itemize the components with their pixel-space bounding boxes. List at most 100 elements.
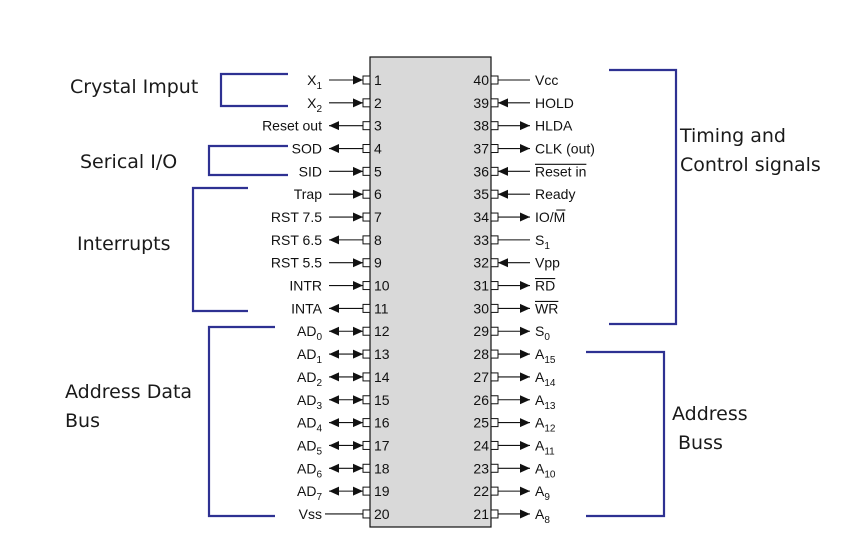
pin-name: S0 (535, 323, 550, 343)
pin-number: 30 (473, 300, 489, 316)
pin-number: 25 (473, 415, 489, 431)
group-bracket (219, 72, 288, 108)
pin-stub (362, 258, 371, 268)
pin-name: SOD (292, 141, 322, 157)
pin-name: A8 (535, 506, 550, 526)
pin-number: 21 (473, 506, 489, 522)
pin-arrow (353, 75, 363, 85)
pin-stub (490, 144, 499, 154)
pin-stub (490, 212, 499, 222)
pin-arrow (520, 349, 530, 359)
pin-arrow (520, 281, 530, 291)
pin-stub (490, 121, 499, 131)
pin-name: RST 6.5 (271, 232, 322, 248)
pin-number: 14 (374, 369, 390, 385)
pin-stub (362, 349, 371, 359)
pin-name: A14 (535, 369, 556, 389)
group-label: Serical I/O (80, 151, 177, 173)
pin-arrow (329, 372, 339, 382)
pin-name: A10 (535, 460, 556, 480)
pin-name: A9 (535, 483, 550, 503)
pin-stub (362, 281, 371, 291)
pin-stub (362, 121, 371, 131)
group-bracket (586, 350, 666, 518)
pin-arrow (329, 144, 339, 154)
pin-arrow (498, 258, 508, 268)
pin-arrow (353, 440, 363, 450)
pin-stub (490, 98, 499, 108)
pin-name: S1 (535, 232, 550, 252)
pin-number: 4 (374, 141, 382, 157)
pin-arrow (329, 303, 339, 313)
pin-arrow (329, 486, 339, 496)
pin-arrow (353, 395, 363, 405)
pin-number: 5 (374, 163, 382, 179)
pin-arrow (353, 258, 363, 268)
pin-number: 7 (374, 209, 382, 225)
pin-number: 31 (473, 278, 489, 294)
pin-number: 2 (374, 95, 382, 111)
group-bracket (609, 68, 678, 326)
pin-arrow (520, 303, 530, 313)
pin-name: AD1 (297, 346, 322, 366)
pin-name: CLK (out) (535, 141, 595, 157)
pin-name: RST 5.5 (271, 255, 322, 271)
pin-name: A15 (535, 346, 556, 366)
group-interrupts: Interrupts (77, 186, 248, 313)
pin-arrow (520, 463, 530, 473)
group-serial-io: Serical I/O (80, 144, 288, 177)
pin-arrow (329, 121, 339, 131)
pin-arrow (520, 144, 530, 154)
pin-arrow (353, 486, 363, 496)
pin-arrow (353, 349, 363, 359)
pin-stub (362, 395, 371, 405)
pin-name: Reset in (535, 163, 586, 179)
pin-arrow (520, 326, 530, 336)
pin-number: 23 (473, 460, 489, 476)
pin-name: Trap (294, 186, 322, 202)
pin-name: Ready (535, 186, 575, 202)
group-crystal-input: Crystal Imput (70, 72, 288, 108)
pin-stub (362, 212, 371, 222)
group-label: Interrupts (77, 233, 171, 255)
pin-number: 40 (473, 72, 489, 88)
pin-arrow (353, 189, 363, 199)
pin-name: INTA (291, 300, 323, 316)
pin-stub (362, 235, 371, 245)
pin-number: 3 (374, 118, 382, 134)
pin-number: 22 (473, 483, 489, 499)
pin-name: IO/M (535, 209, 565, 225)
pin-arrow (353, 372, 363, 382)
pin-stub (490, 189, 499, 199)
pin-name: HLDA (535, 118, 573, 134)
pin-stub (490, 463, 499, 473)
pin-arrow (329, 349, 339, 359)
pin-name: Vcc (535, 72, 558, 88)
pin-stub (490, 303, 499, 313)
pin-arrow (353, 463, 363, 473)
pin-name: Vss (299, 506, 322, 522)
pin-stub (362, 75, 371, 85)
pin-number: 39 (473, 95, 489, 111)
pin-number: 1 (374, 72, 382, 88)
pin-arrow (498, 98, 508, 108)
pin-name: AD6 (297, 460, 322, 480)
pin-name: Vpp (535, 255, 560, 271)
pin-1: 1X1 (307, 72, 382, 92)
pin-stub (490, 418, 499, 428)
pin-name: X2 (307, 95, 322, 115)
